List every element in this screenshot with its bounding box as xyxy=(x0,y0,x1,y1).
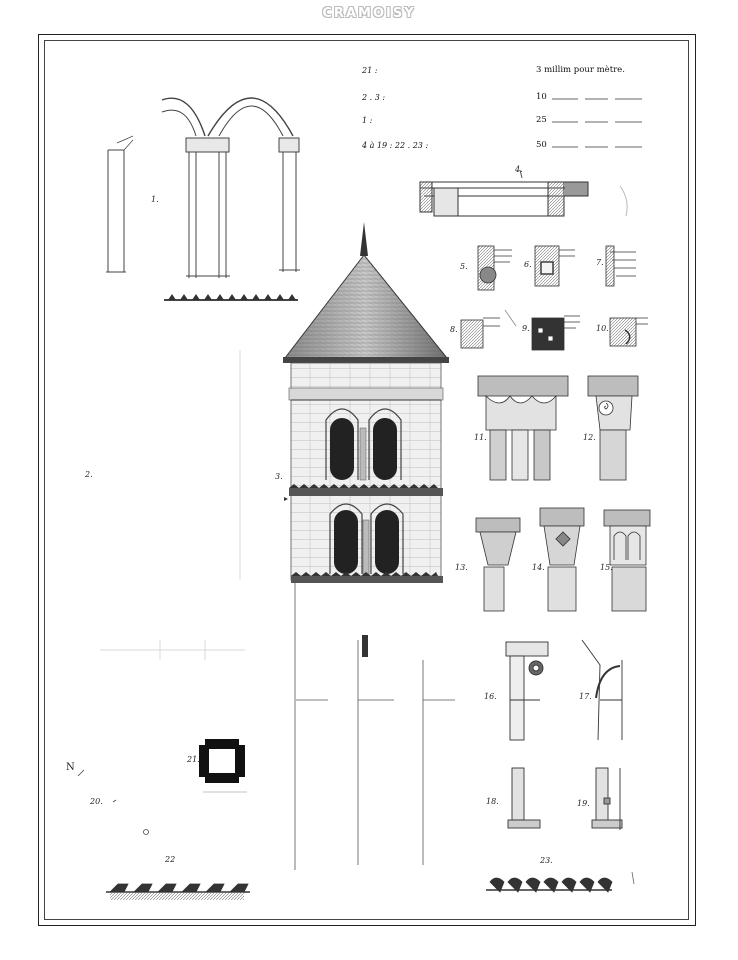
scale-value-1: 3 millim pour mètre. xyxy=(536,65,625,75)
scale-ref-4: 4 à 19 : 22 . 23 : xyxy=(362,141,429,150)
label-fig-1: 1. xyxy=(151,195,159,204)
scale-ref-3: 1 : xyxy=(362,116,373,125)
label-fig-6: 6. xyxy=(524,260,532,269)
scale-value-2: 10 xyxy=(536,92,547,102)
figure-12 xyxy=(587,375,639,481)
figure-5 xyxy=(477,245,512,291)
figures-5-to-10-details xyxy=(460,245,648,351)
scale-ref-2: 2 . 3 : xyxy=(362,93,386,102)
label-fig-10: 10. xyxy=(596,324,609,333)
label-fig-9: 9. xyxy=(522,324,530,333)
label-fig-7: 7. xyxy=(596,258,604,267)
label-fig-2: 2. xyxy=(85,470,93,479)
label-fig-19: 19. xyxy=(577,799,590,808)
label-fig-8: 8. xyxy=(450,325,458,334)
label-fig-23: 23. xyxy=(540,856,553,865)
figure-18 xyxy=(507,767,541,829)
plate-frame-outer xyxy=(38,34,696,926)
figure-6 xyxy=(534,245,575,287)
label-fig-17: 17. xyxy=(579,692,592,701)
figure-23-modillions xyxy=(486,871,635,893)
figure-7 xyxy=(605,245,636,287)
north-arrow xyxy=(77,769,149,835)
figure-4-cornice xyxy=(419,169,628,217)
figure-11 xyxy=(477,375,569,481)
figure-17 xyxy=(581,639,623,741)
plate-title: CRAMOISY xyxy=(322,6,416,21)
figure-22-dentils xyxy=(106,883,250,900)
figure-14 xyxy=(539,507,585,612)
label-fig-15: 15. xyxy=(600,563,613,572)
figure-8 xyxy=(460,317,500,349)
figure-3-bell-tower xyxy=(283,222,455,870)
scale-value-3: 25 xyxy=(536,115,547,125)
label-fig-16: 16. xyxy=(484,692,497,701)
figure-21-pier-plan xyxy=(199,739,247,793)
figure-9 xyxy=(504,309,580,351)
figures-16-to-19-jambs xyxy=(505,639,623,830)
figure-1-dentils xyxy=(168,294,296,300)
figure-15 xyxy=(603,509,651,612)
label-fig-4: 4. xyxy=(515,165,523,174)
scale-value-4: 50 xyxy=(536,140,547,150)
label-fig-22: 22 xyxy=(165,855,176,864)
label-fig-20: 20. xyxy=(90,797,103,806)
figure-10 xyxy=(609,317,648,347)
figure-2-faint-plan xyxy=(100,350,245,660)
figure-13 xyxy=(475,517,521,612)
label-fig-3: 3. xyxy=(275,472,283,481)
label-fig-5: 5. xyxy=(460,262,468,271)
scale-ref-1: 21 : xyxy=(362,66,378,75)
figure-19 xyxy=(591,767,623,830)
north-label: N xyxy=(66,762,75,773)
label-fig-18: 18. xyxy=(486,797,499,806)
figure-16 xyxy=(505,641,549,741)
label-fig-11: 11. xyxy=(474,433,487,442)
label-fig-13: 13. xyxy=(455,563,468,572)
figures-11-to-15-capitals xyxy=(475,375,651,612)
label-fig-21: 21. xyxy=(187,755,200,764)
label-fig-12: 12. xyxy=(583,433,596,442)
plate-frame-inner xyxy=(44,40,689,920)
label-fig-14: 14. xyxy=(532,563,545,572)
